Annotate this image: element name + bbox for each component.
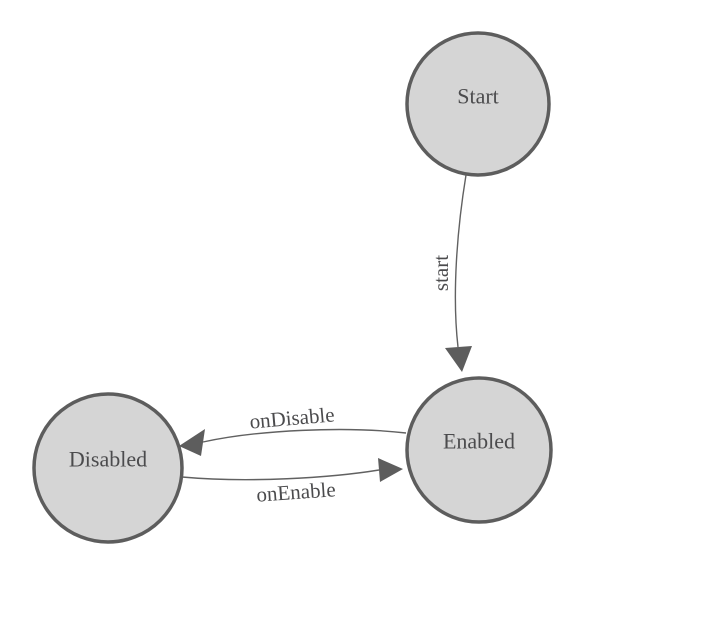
node-label-enabled: Enabled	[443, 429, 515, 454]
arrowhead-down-icon	[445, 346, 472, 372]
edge-label-ondisable: onDisable	[249, 402, 336, 433]
arrowhead-right-icon	[378, 458, 403, 482]
state-node-enabled: Enabled	[405, 376, 553, 524]
state-circle-start	[405, 31, 551, 177]
state-circle-disabled	[32, 392, 184, 544]
state-circle-enabled	[405, 376, 553, 524]
edge-disabled-to-enabled: onEnable	[181, 458, 403, 507]
edge-enabled-to-disabled: onDisable	[179, 402, 407, 456]
node-label-disabled: Disabled	[69, 447, 147, 472]
edge-start-to-enabled: start	[429, 174, 472, 372]
edge-line-ondisable	[202, 428, 407, 443]
edge-line-onenable	[181, 469, 380, 481]
edge-label-start: start	[429, 255, 453, 291]
edge-label-onenable: onEnable	[256, 477, 337, 506]
edge-line-start	[454, 174, 467, 348]
state-node-disabled: Disabled	[32, 392, 184, 544]
node-label-start: Start	[457, 84, 499, 109]
arrowhead-left-icon	[179, 429, 205, 456]
state-node-start: Start	[405, 31, 551, 177]
